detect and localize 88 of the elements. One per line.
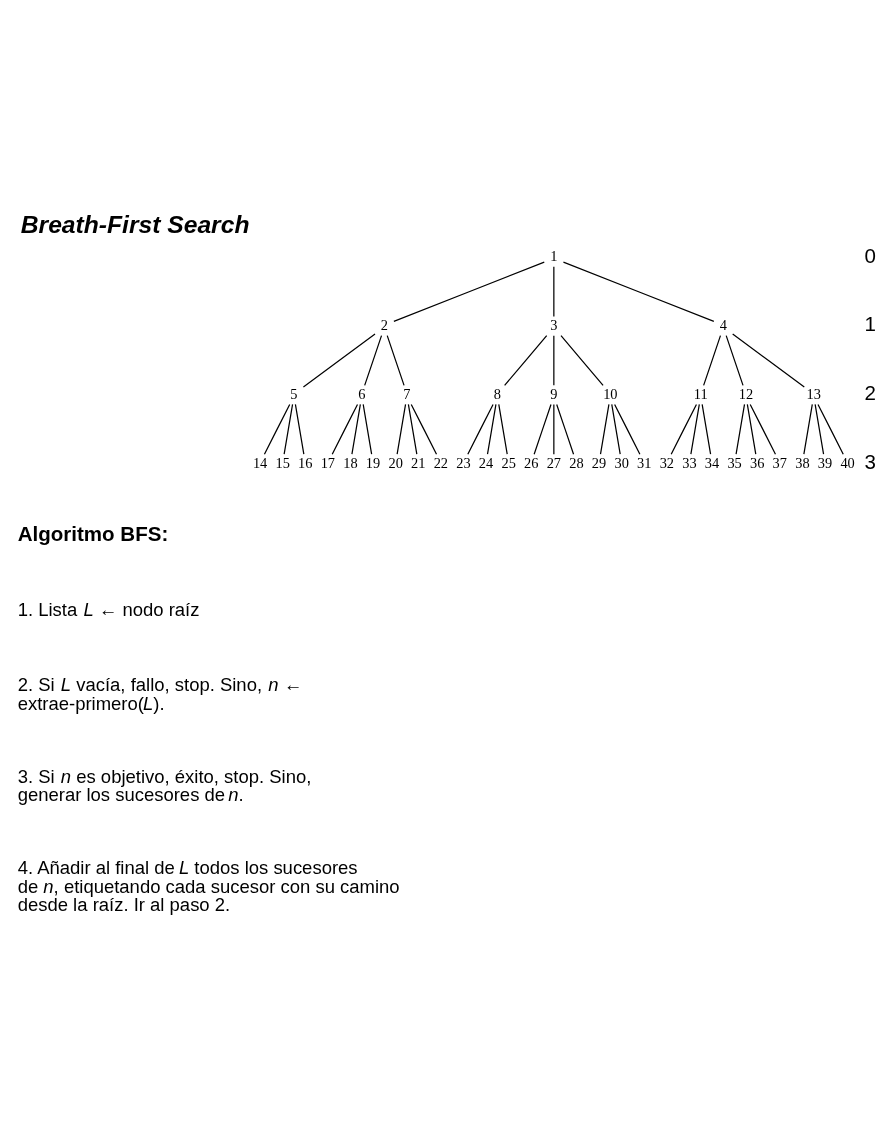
node-text: 36 [750,454,765,471]
node-text: 38 [795,454,810,471]
node-text: 28 [569,454,584,471]
node-text: 10 [603,385,618,402]
node-text: 7 [403,385,411,402]
node-text: 35 [727,454,742,471]
connector [362,403,373,455]
node-text: 22 [433,454,449,471]
node-text: 16 [298,454,313,471]
node-text: 18 [343,454,358,471]
connector [749,403,777,455]
node-text: 21 [411,454,426,471]
node-text: 26 [524,454,539,471]
connector [614,403,641,455]
label: Algoritmo BFS: [17,521,169,545]
node-text: 39 [817,454,833,471]
node-text: 13 [806,385,821,402]
node-text: 1 [550,248,558,265]
node-text: 37 [772,454,788,471]
node-text: 20 [388,454,403,471]
connector [386,335,405,386]
diagram-title: Breath-First Search [20,210,250,238]
node-text: 14 [252,454,268,471]
connector [396,403,407,455]
connector [556,403,575,455]
node-text: 19 [365,454,381,471]
connector [393,261,545,323]
connector [467,403,494,455]
label: 1 [864,312,876,336]
label: 2. Si L vacía, fallo, stop. Sino, n ← extrae-primero(L). [17,674,303,714]
connector [746,403,757,455]
node-text: 5 [290,385,298,402]
label: 1. Lista L ← nodo raíz [17,599,200,621]
connector [407,403,418,455]
connector [690,403,700,455]
label: 4. Añadir al final de L todos los sucesores de n, etiquetando cada sucesor con su camino desde la raíz. Ir al paso 2. [17,857,400,916]
node-text: 31 [637,454,652,471]
connector [410,403,438,455]
node-text: 3 [550,316,558,333]
node-text: 8 [493,385,501,402]
connector [504,335,548,386]
connector [302,333,376,388]
node-text: 33 [682,454,697,471]
connector [732,333,805,388]
node-text: 4 [719,316,727,333]
node-text: 30 [614,454,629,471]
connector [670,403,698,455]
node-text: 40 [840,454,855,471]
connector [562,261,715,323]
node-text: 23 [456,454,471,471]
connector [351,403,361,455]
connector [703,335,722,386]
connector [283,403,294,455]
connector [803,403,813,455]
node-text: 29 [591,454,607,471]
connector [553,335,555,386]
connector [725,335,744,386]
node-text: 9 [550,385,558,402]
connector [263,403,291,455]
node-text: 12 [738,385,754,402]
connector [486,403,497,455]
connector [817,403,844,455]
node-text: 24 [478,454,494,471]
node-text: 6 [358,385,366,402]
connector [553,266,555,318]
connector [364,335,383,386]
connector [560,335,604,386]
connector [599,403,610,455]
connector [611,403,621,455]
connector [814,403,825,455]
node-text: 17 [320,454,336,471]
connector [331,403,359,455]
node-text: 27 [546,454,562,471]
node-text: 34 [704,454,720,471]
node-text: 25 [501,454,516,471]
connector [498,403,508,455]
node-text: 2 [380,316,388,333]
label: 0 [864,243,876,267]
connector [553,403,555,455]
label: 3 [864,449,876,473]
connector [533,403,552,455]
connector [294,403,305,455]
node-text: 11 [693,385,708,402]
label: 2 [864,381,876,405]
connector [735,403,746,455]
node-text: 32 [659,454,675,471]
connector [701,403,712,455]
node-text: 15 [275,454,290,471]
